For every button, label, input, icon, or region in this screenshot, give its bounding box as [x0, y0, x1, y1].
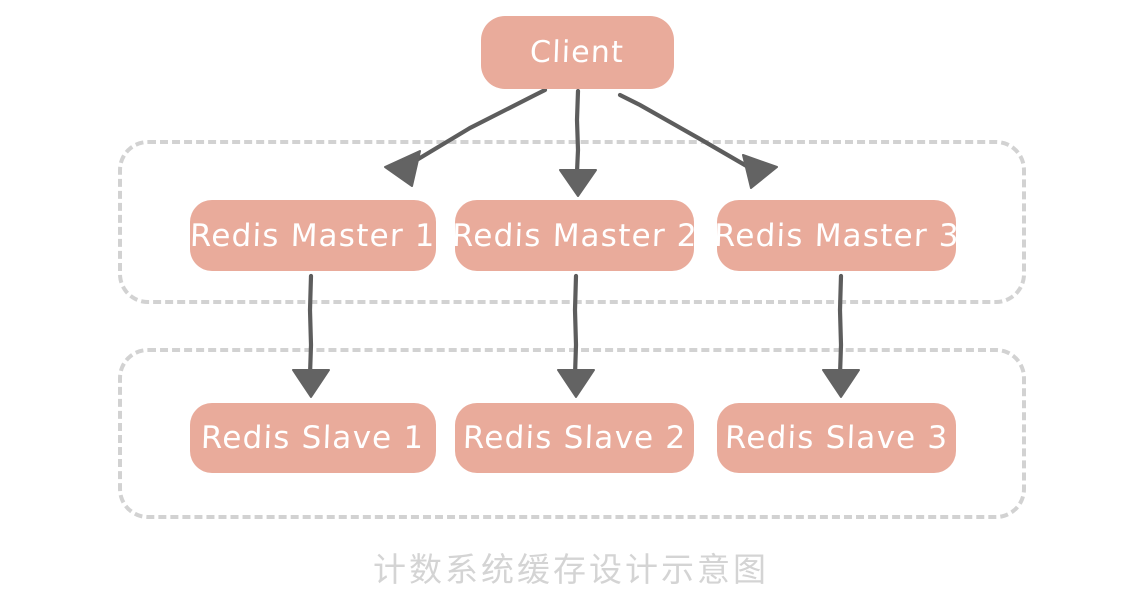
node-redis-master-1-label: Redis Master 1	[189, 217, 437, 254]
node-redis-master-2[interactable]: Redis Master 2	[451, 200, 698, 271]
node-redis-slave-3[interactable]: Redis Slave 3	[717, 403, 956, 473]
diagram-caption: 计数系统缓存设计示意图	[373, 550, 769, 589]
node-redis-master-3-label: Redis Master 3	[712, 217, 961, 254]
node-redis-master-1[interactable]: Redis Master 1	[189, 200, 437, 271]
node-redis-master-2-label: Redis Master 2	[450, 217, 699, 254]
node-client-label: Client	[529, 35, 626, 70]
node-redis-slave-2[interactable]: Redis Slave 2	[455, 403, 694, 473]
node-redis-slave-2-label: Redis Slave 2	[462, 420, 687, 456]
node-redis-master-3[interactable]: Redis Master 3	[713, 200, 960, 271]
node-client[interactable]: Client	[481, 16, 674, 89]
node-redis-slave-1-label: Redis Slave 1	[200, 420, 426, 456]
node-redis-slave-3-label: Redis Slave 3	[724, 420, 949, 456]
redis-masters-group	[118, 140, 1026, 304]
node-redis-slave-1[interactable]: Redis Slave 1	[190, 403, 436, 473]
redis-slaves-group	[118, 348, 1026, 519]
